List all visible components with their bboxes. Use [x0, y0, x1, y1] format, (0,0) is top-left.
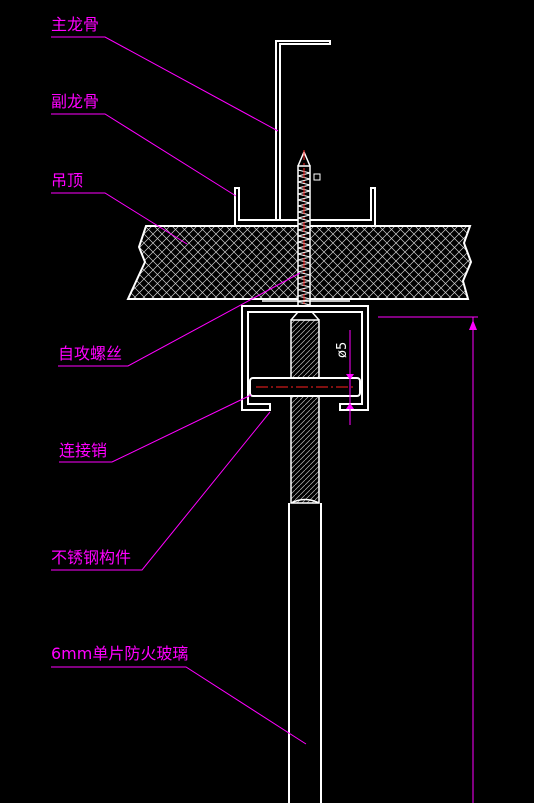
glass-upper: [290, 319, 320, 379]
self-tapping-screw: [297, 150, 311, 307]
glass-hatched: [290, 395, 320, 504]
diameter-value: ø5: [335, 342, 350, 358]
leader-steel-part: [51, 411, 271, 571]
label-self-tapping-screw: 自攻螺丝: [58, 344, 122, 363]
stainless-steel-part: [241, 300, 369, 411]
fire-glass-panel: [288, 498, 322, 803]
leader-screw: [58, 272, 301, 367]
connecting-pin: [249, 377, 361, 397]
label-fire-glass: 6mm单片防火玻璃: [51, 644, 188, 663]
label-main-keel: 主龙骨: [51, 15, 99, 34]
leader-ceiling: [51, 192, 188, 245]
leader-main-keel: [51, 36, 279, 132]
leader-pin: [59, 394, 252, 463]
label-connecting-pin: 连接销: [59, 441, 107, 460]
label-ceiling: 吊顶: [51, 171, 83, 190]
leader-glass: [51, 666, 307, 745]
height-dimension: [378, 316, 478, 803]
leader-lines: [51, 36, 307, 745]
leader-secondary-keel: [51, 113, 237, 197]
marker-square: [313, 173, 321, 181]
diameter-dimension: ø5: [335, 330, 354, 425]
label-secondary-keel: 副龙骨: [51, 92, 99, 111]
label-stainless-steel-part: 不锈钢构件: [51, 548, 131, 567]
